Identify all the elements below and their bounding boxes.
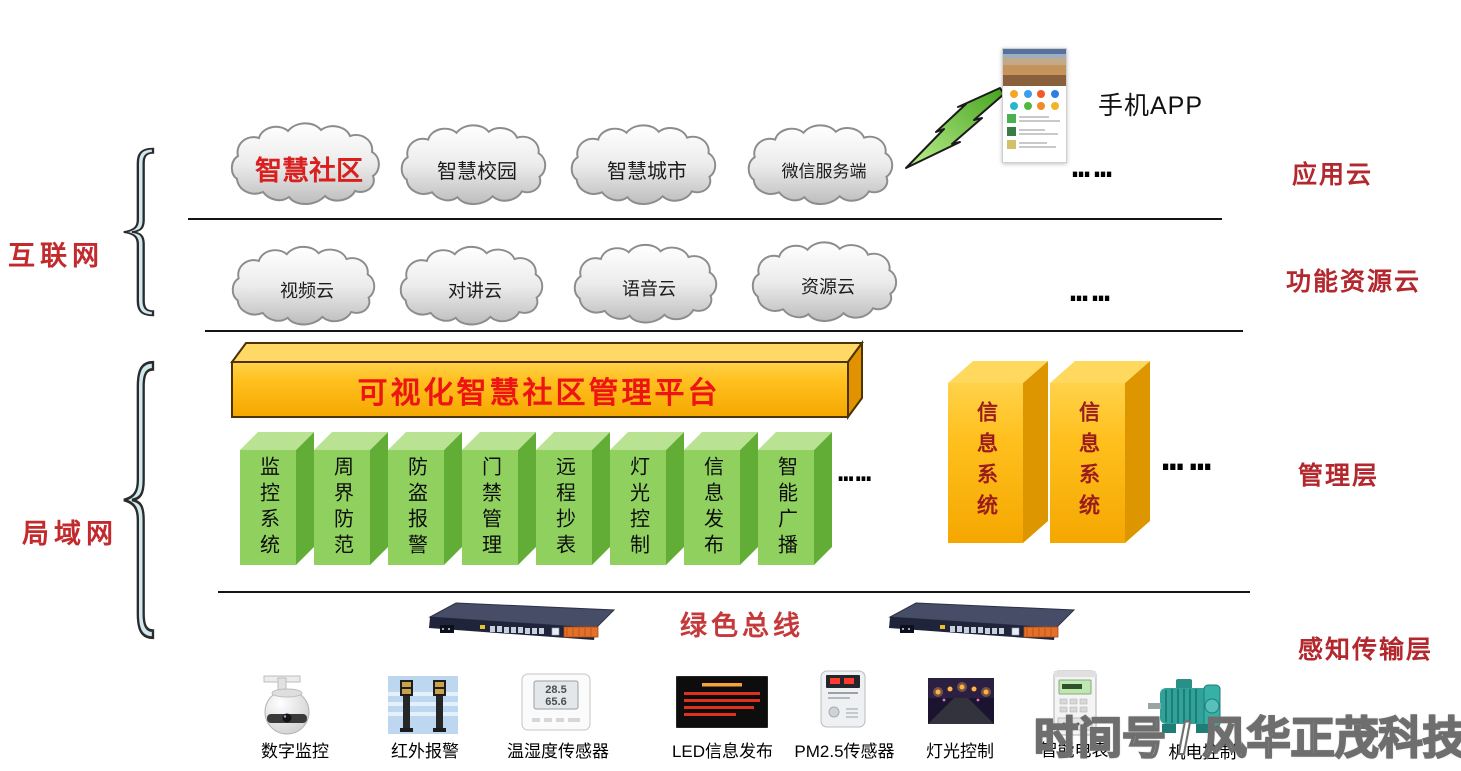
- street-lighting-image: [928, 678, 994, 724]
- lightning-bolt-connector: [905, 87, 1005, 169]
- resource-row-ellipsis: ……: [1070, 274, 1115, 309]
- module-label: 智能广播: [774, 455, 797, 560]
- module-label: 监控系统: [256, 455, 279, 560]
- pm25-sensor-image: [820, 670, 866, 728]
- app-icon: [1051, 102, 1060, 110]
- sensor-humidity-value: 65.6: [545, 696, 566, 708]
- module-box-perimeter: 周界防范: [314, 430, 390, 585]
- lan-zone-bracket: [122, 360, 155, 640]
- module-box-info-publish: 信息发布: [684, 430, 760, 585]
- module-label: 防盗报警: [404, 455, 427, 560]
- phone-list-item: [1003, 125, 1066, 138]
- management-layer-label: 管理层: [1298, 462, 1380, 490]
- info-system-label: 信息系统: [974, 401, 998, 525]
- cloud-wechat-service: 微信服务端: [740, 124, 908, 206]
- module-box-light-control: 灯光控制: [610, 430, 686, 585]
- device-label-temp-humidity: 温湿度传感器: [507, 742, 609, 761]
- perception-layer-label: 感知传输层: [1298, 636, 1434, 664]
- cloud-smart-campus: 智慧校园: [398, 124, 556, 206]
- module-label: 远程抄表: [552, 455, 575, 560]
- phone-list-item: [1003, 138, 1066, 151]
- cloud-voice: 语音云: [572, 242, 726, 326]
- phone-list-item: [1003, 112, 1066, 125]
- device-label-camera: 数字监控: [261, 742, 329, 761]
- internet-zone-label: 互联网: [8, 241, 104, 271]
- internet-zone-bracket: [122, 147, 155, 317]
- module-box-monitoring: 监控系统: [240, 430, 316, 585]
- lan-zone-label: 局域网: [22, 519, 118, 549]
- cloud-resource: 资源云: [750, 240, 906, 324]
- module-box-remote-metering: 远程抄表: [536, 430, 612, 585]
- smart-meter-image: [1053, 670, 1097, 736]
- cloud-voice-label: 语音云: [622, 279, 676, 299]
- module-box-access-control: 门禁管理: [462, 430, 538, 585]
- list-thumb: [1007, 140, 1016, 149]
- info-system-box-2: 信息系统: [1050, 361, 1152, 546]
- separator-line-3: [218, 591, 1250, 593]
- separator-line-1: [188, 218, 1222, 220]
- cloud-wechat-service-label: 微信服务端: [781, 161, 867, 181]
- app-icon: [1009, 102, 1018, 110]
- cloud-smart-city-label: 智慧城市: [607, 160, 687, 183]
- temp-humidity-sensor-image: 28.5 65.6: [521, 673, 591, 731]
- sensor-temp-value: 28.5: [545, 684, 566, 696]
- app-icon: [1051, 90, 1060, 98]
- info-system-label: 信息系统: [1076, 401, 1100, 525]
- app-icon: [1023, 102, 1032, 110]
- module-label: 灯光控制: [626, 455, 649, 560]
- device-label-pm25: PM2.5传感器: [794, 742, 895, 761]
- device-label-motor-control: 机电控制: [1168, 743, 1237, 762]
- phone-app-screenshot: [1002, 48, 1067, 163]
- led-display-image: [676, 676, 768, 728]
- cloud-smart-community: 智慧社区: [228, 122, 390, 206]
- dome-camera-image: [263, 675, 310, 735]
- phone-app-icon-grid: [1003, 86, 1066, 112]
- cloud-intercom-label: 对讲云: [448, 281, 502, 301]
- platform-title: 可视化智慧社区管理平台: [357, 376, 721, 410]
- info-system-box-1: 信息系统: [948, 361, 1050, 546]
- phone-app-label: 手机APP: [1098, 92, 1204, 120]
- platform-banner: 可视化智慧社区管理平台: [230, 340, 866, 420]
- infrared-alarm-image: [388, 676, 458, 734]
- app-icon: [1023, 90, 1032, 98]
- module-label: 信息发布: [700, 455, 723, 560]
- module-label: 周界防范: [330, 455, 353, 560]
- device-label-smart-meter: 智能电表: [1040, 741, 1109, 760]
- list-thumb: [1007, 114, 1016, 123]
- cloud-intercom: 对讲云: [398, 244, 552, 328]
- network-switch-image: [428, 602, 615, 641]
- cloud-video-label: 视频云: [280, 281, 334, 301]
- list-thumb: [1007, 127, 1016, 136]
- app-icon: [1037, 90, 1046, 98]
- module-box-burglar-alarm: 防盗报警: [388, 430, 464, 585]
- separator-line-2: [205, 330, 1243, 332]
- device-label-infrared: 红外报警: [391, 742, 459, 761]
- cloud-smart-campus-label: 智慧校园: [437, 160, 517, 183]
- app-icon: [1037, 102, 1046, 110]
- green-bus-label: 绿色总线: [680, 611, 804, 641]
- network-switch-image: [888, 602, 1075, 641]
- modules-ellipsis: ……: [838, 458, 874, 488]
- cloud-smart-community-label: 智慧社区: [255, 155, 363, 186]
- application-cloud-label: 应用云: [1292, 161, 1374, 189]
- phone-photo-banner: [1003, 49, 1066, 86]
- cloud-smart-city: 智慧城市: [568, 124, 726, 206]
- module-label: 门禁管理: [478, 455, 501, 560]
- app-icon: [1009, 90, 1018, 98]
- module-box-broadcast: 智能广播: [758, 430, 834, 585]
- info-systems-ellipsis: ……: [1162, 438, 1218, 479]
- device-label-led: LED信息发布: [671, 742, 774, 761]
- device-label-lighting: 灯光控制: [926, 742, 994, 761]
- electric-motor-image: [1148, 679, 1221, 733]
- function-resource-cloud-label: 功能资源云: [1286, 268, 1422, 296]
- app-row-ellipsis: ……: [1072, 150, 1117, 185]
- cloud-resource-label: 资源云: [801, 277, 855, 297]
- watermark-text: 时间号 / 风华正茂科技: [1033, 713, 1461, 764]
- cloud-video: 视频云: [230, 244, 384, 328]
